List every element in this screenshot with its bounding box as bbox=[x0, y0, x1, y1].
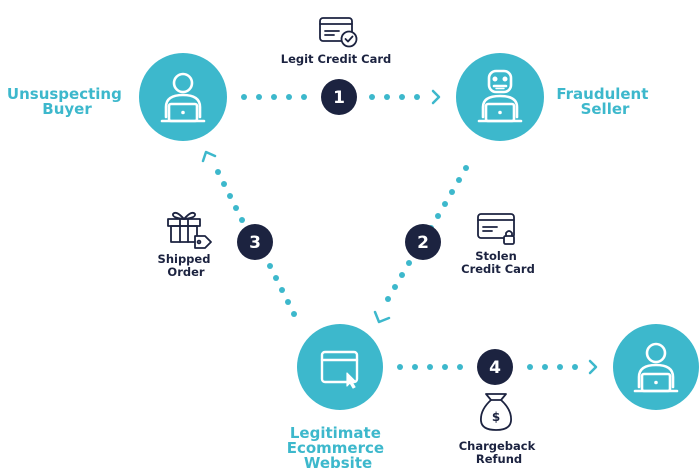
step-2-number: 2 bbox=[417, 233, 429, 253]
actor-website bbox=[297, 324, 383, 410]
step-3-label: Shipped Order bbox=[158, 252, 215, 279]
step-4-label: Chargeback Refund bbox=[459, 439, 540, 466]
buyer-label: Unsuspecting Buyer bbox=[7, 85, 127, 118]
actor-buyer bbox=[139, 53, 227, 141]
arrowhead-to-website bbox=[373, 310, 391, 324]
gift-box-tag-icon bbox=[167, 211, 212, 249]
step-4: 4 $ Chargeback Refund bbox=[459, 349, 540, 466]
actor-seller bbox=[456, 53, 544, 141]
credit-card-lock-icon bbox=[477, 213, 515, 245]
step-1-number: 1 bbox=[333, 88, 345, 108]
customer-circle bbox=[613, 324, 699, 410]
website-circle bbox=[297, 324, 383, 410]
step-1-label: Legit Credit Card bbox=[281, 52, 392, 66]
arrowhead-to-buyer bbox=[201, 150, 217, 163]
step-4-badge bbox=[477, 349, 513, 385]
connector-buyer-to-seller bbox=[241, 94, 420, 100]
seller-label: Fraudulent Seller bbox=[556, 85, 653, 118]
step-1-badge bbox=[321, 79, 357, 115]
step-1: 1 Legit Credit Card bbox=[281, 17, 392, 115]
step-3: 3 Shipped Order bbox=[158, 211, 273, 279]
robot-with-laptop-icon bbox=[477, 69, 523, 123]
step-4-number: 4 bbox=[489, 358, 501, 378]
step-2: 2 Stolen Credit Card bbox=[405, 213, 535, 276]
connector-website-to-buyer bbox=[215, 169, 297, 317]
step-3-badge bbox=[237, 224, 273, 260]
connector-website-to-customer bbox=[397, 364, 578, 370]
arrowhead-to-seller bbox=[431, 89, 441, 105]
step-2-badge bbox=[405, 224, 441, 260]
browser-window-cursor-icon bbox=[320, 350, 359, 389]
money-bag-icon: $ bbox=[480, 393, 512, 431]
arrowhead-to-customer bbox=[588, 359, 598, 375]
step-2-label: Stolen Credit Card bbox=[461, 249, 535, 276]
website-label: Legitimate Ecommerce Website bbox=[287, 424, 390, 470]
actor-customer bbox=[613, 324, 699, 410]
step-3-number: 3 bbox=[249, 233, 261, 253]
person-with-laptop-icon bbox=[160, 72, 206, 123]
credit-card-check-icon bbox=[319, 17, 358, 48]
person-with-laptop-icon bbox=[633, 342, 679, 393]
buyer-circle bbox=[139, 53, 227, 141]
svg-text:$: $ bbox=[492, 410, 500, 424]
